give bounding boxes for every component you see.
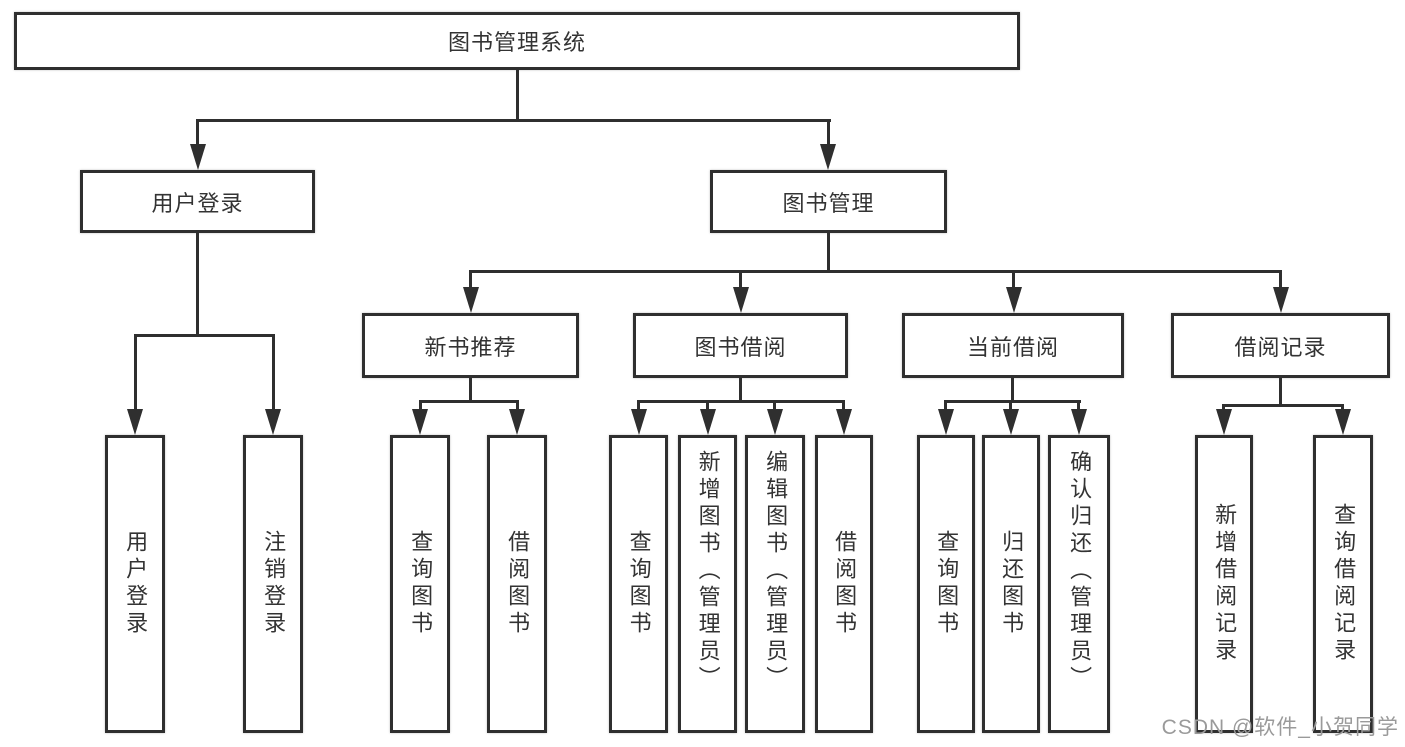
connector-line [706, 402, 709, 411]
connector-line [196, 119, 831, 122]
connector-line [134, 334, 275, 337]
connector-line [1222, 406, 1225, 411]
connector-line [196, 233, 199, 337]
connector-line [1011, 378, 1014, 402]
leaf-return-books: 归还图书 [982, 435, 1040, 733]
arrow-down-icon [509, 409, 525, 435]
connector-line [469, 270, 1282, 273]
connector-line [773, 402, 776, 411]
arrow-down-icon [700, 409, 716, 435]
leaf-add-books-admin-label: 新增图书（管理员） [695, 450, 721, 693]
leaf-query-borrow-record: 查询借阅记录 [1313, 435, 1373, 733]
arrow-down-icon [631, 409, 647, 435]
node-user-login: 用户登录 [80, 170, 315, 233]
arrow-down-icon [1216, 409, 1232, 435]
arrow-down-icon [1071, 409, 1087, 435]
node-current-borrowing: 当前借阅 [902, 313, 1124, 378]
connector-line [516, 70, 519, 122]
node-root-label: 图书管理系统 [447, 30, 586, 55]
arrow-down-icon [836, 409, 852, 435]
watermark: CSDN @软件_小贺同学 [1161, 716, 1399, 739]
leaf-edit-books-admin-label: 编辑图书（管理员） [763, 450, 789, 693]
arrow-down-icon [1335, 409, 1351, 435]
node-book-management: 图书管理 [710, 170, 947, 233]
connector-line [1279, 378, 1282, 405]
arrow-down-icon [767, 409, 783, 435]
arrow-down-icon [820, 144, 836, 170]
connector-line [134, 336, 137, 411]
node-borrow-records: 借阅记录 [1171, 313, 1390, 378]
arrow-down-icon [190, 144, 206, 170]
connector-line [739, 378, 742, 402]
leaf-query-books-borrowing: 查询图书 [609, 435, 668, 733]
connector-line [944, 402, 947, 411]
leaf-user-login-label: 用户登录 [123, 530, 149, 638]
node-book-management-label: 图书管理 [782, 190, 875, 216]
connector-line [944, 400, 1081, 403]
leaf-user-login: 用户登录 [105, 435, 165, 733]
connector-line [196, 120, 199, 146]
connector-line [272, 336, 275, 411]
leaf-query-books-current-label: 查询图书 [934, 530, 960, 638]
connector-line [1009, 402, 1012, 411]
leaf-logout-label: 注销登录 [261, 530, 287, 638]
node-root: 图书管理系统 [14, 12, 1020, 70]
leaf-borrow-books-borrowing-label: 借阅图书 [832, 530, 858, 638]
leaf-query-books-borrowing-label: 查询图书 [626, 530, 652, 638]
arrow-down-icon [463, 287, 479, 313]
leaf-add-borrow-record: 新增借阅记录 [1195, 435, 1253, 733]
connector-line [419, 400, 519, 403]
node-book-borrowing-label: 图书借阅 [694, 334, 787, 360]
leaf-borrow-books-borrowing: 借阅图书 [815, 435, 873, 733]
connector-line [1012, 272, 1015, 289]
node-new-book-recommend-label: 新书推荐 [424, 334, 517, 360]
arrow-down-icon [733, 287, 749, 313]
connector-line [516, 402, 519, 411]
leaf-borrow-books-recommend: 借阅图书 [487, 435, 547, 733]
leaf-return-books-label: 归还图书 [999, 530, 1025, 638]
leaf-add-borrow-record-label: 新增借阅记录 [1212, 503, 1238, 665]
leaf-edit-books-admin: 编辑图书（管理员） [745, 435, 805, 733]
connector-line [827, 120, 830, 146]
connector-line [637, 400, 845, 403]
node-user-login-label: 用户登录 [151, 190, 244, 216]
leaf-confirm-return-admin-label: 确认归还（管理员） [1067, 450, 1093, 693]
connector-line [469, 378, 472, 402]
leaf-logout: 注销登录 [243, 435, 303, 733]
connector-line [842, 402, 845, 411]
node-borrow-records-label: 借阅记录 [1234, 334, 1327, 360]
leaf-add-books-admin: 新增图书（管理员） [678, 435, 737, 733]
arrow-down-icon [127, 409, 143, 435]
arrow-down-icon [412, 409, 428, 435]
leaf-query-books-recommend-label: 查询图书 [408, 530, 434, 638]
connector-line [419, 402, 422, 411]
node-new-book-recommend: 新书推荐 [362, 313, 579, 378]
connector-line [637, 402, 640, 411]
node-book-borrowing: 图书借阅 [633, 313, 848, 378]
connector-line [739, 272, 742, 289]
connector-line [827, 233, 830, 273]
connector-line [1279, 272, 1282, 289]
leaf-query-books-current: 查询图书 [917, 435, 975, 733]
connector-line [1341, 406, 1344, 411]
leaf-borrow-books-recommend-label: 借阅图书 [505, 530, 531, 638]
node-current-borrowing-label: 当前借阅 [966, 334, 1059, 360]
connector-line [469, 272, 472, 289]
leaf-query-borrow-record-label: 查询借阅记录 [1331, 503, 1357, 665]
leaf-confirm-return-admin: 确认归还（管理员） [1048, 435, 1110, 733]
connector-line [1077, 402, 1080, 411]
arrow-down-icon [265, 409, 281, 435]
arrow-down-icon [1273, 287, 1289, 313]
arrow-down-icon [1003, 409, 1019, 435]
arrow-down-icon [938, 409, 954, 435]
arrow-down-icon [1006, 287, 1022, 313]
connector-line [1222, 404, 1344, 407]
leaf-query-books-recommend: 查询图书 [390, 435, 450, 733]
